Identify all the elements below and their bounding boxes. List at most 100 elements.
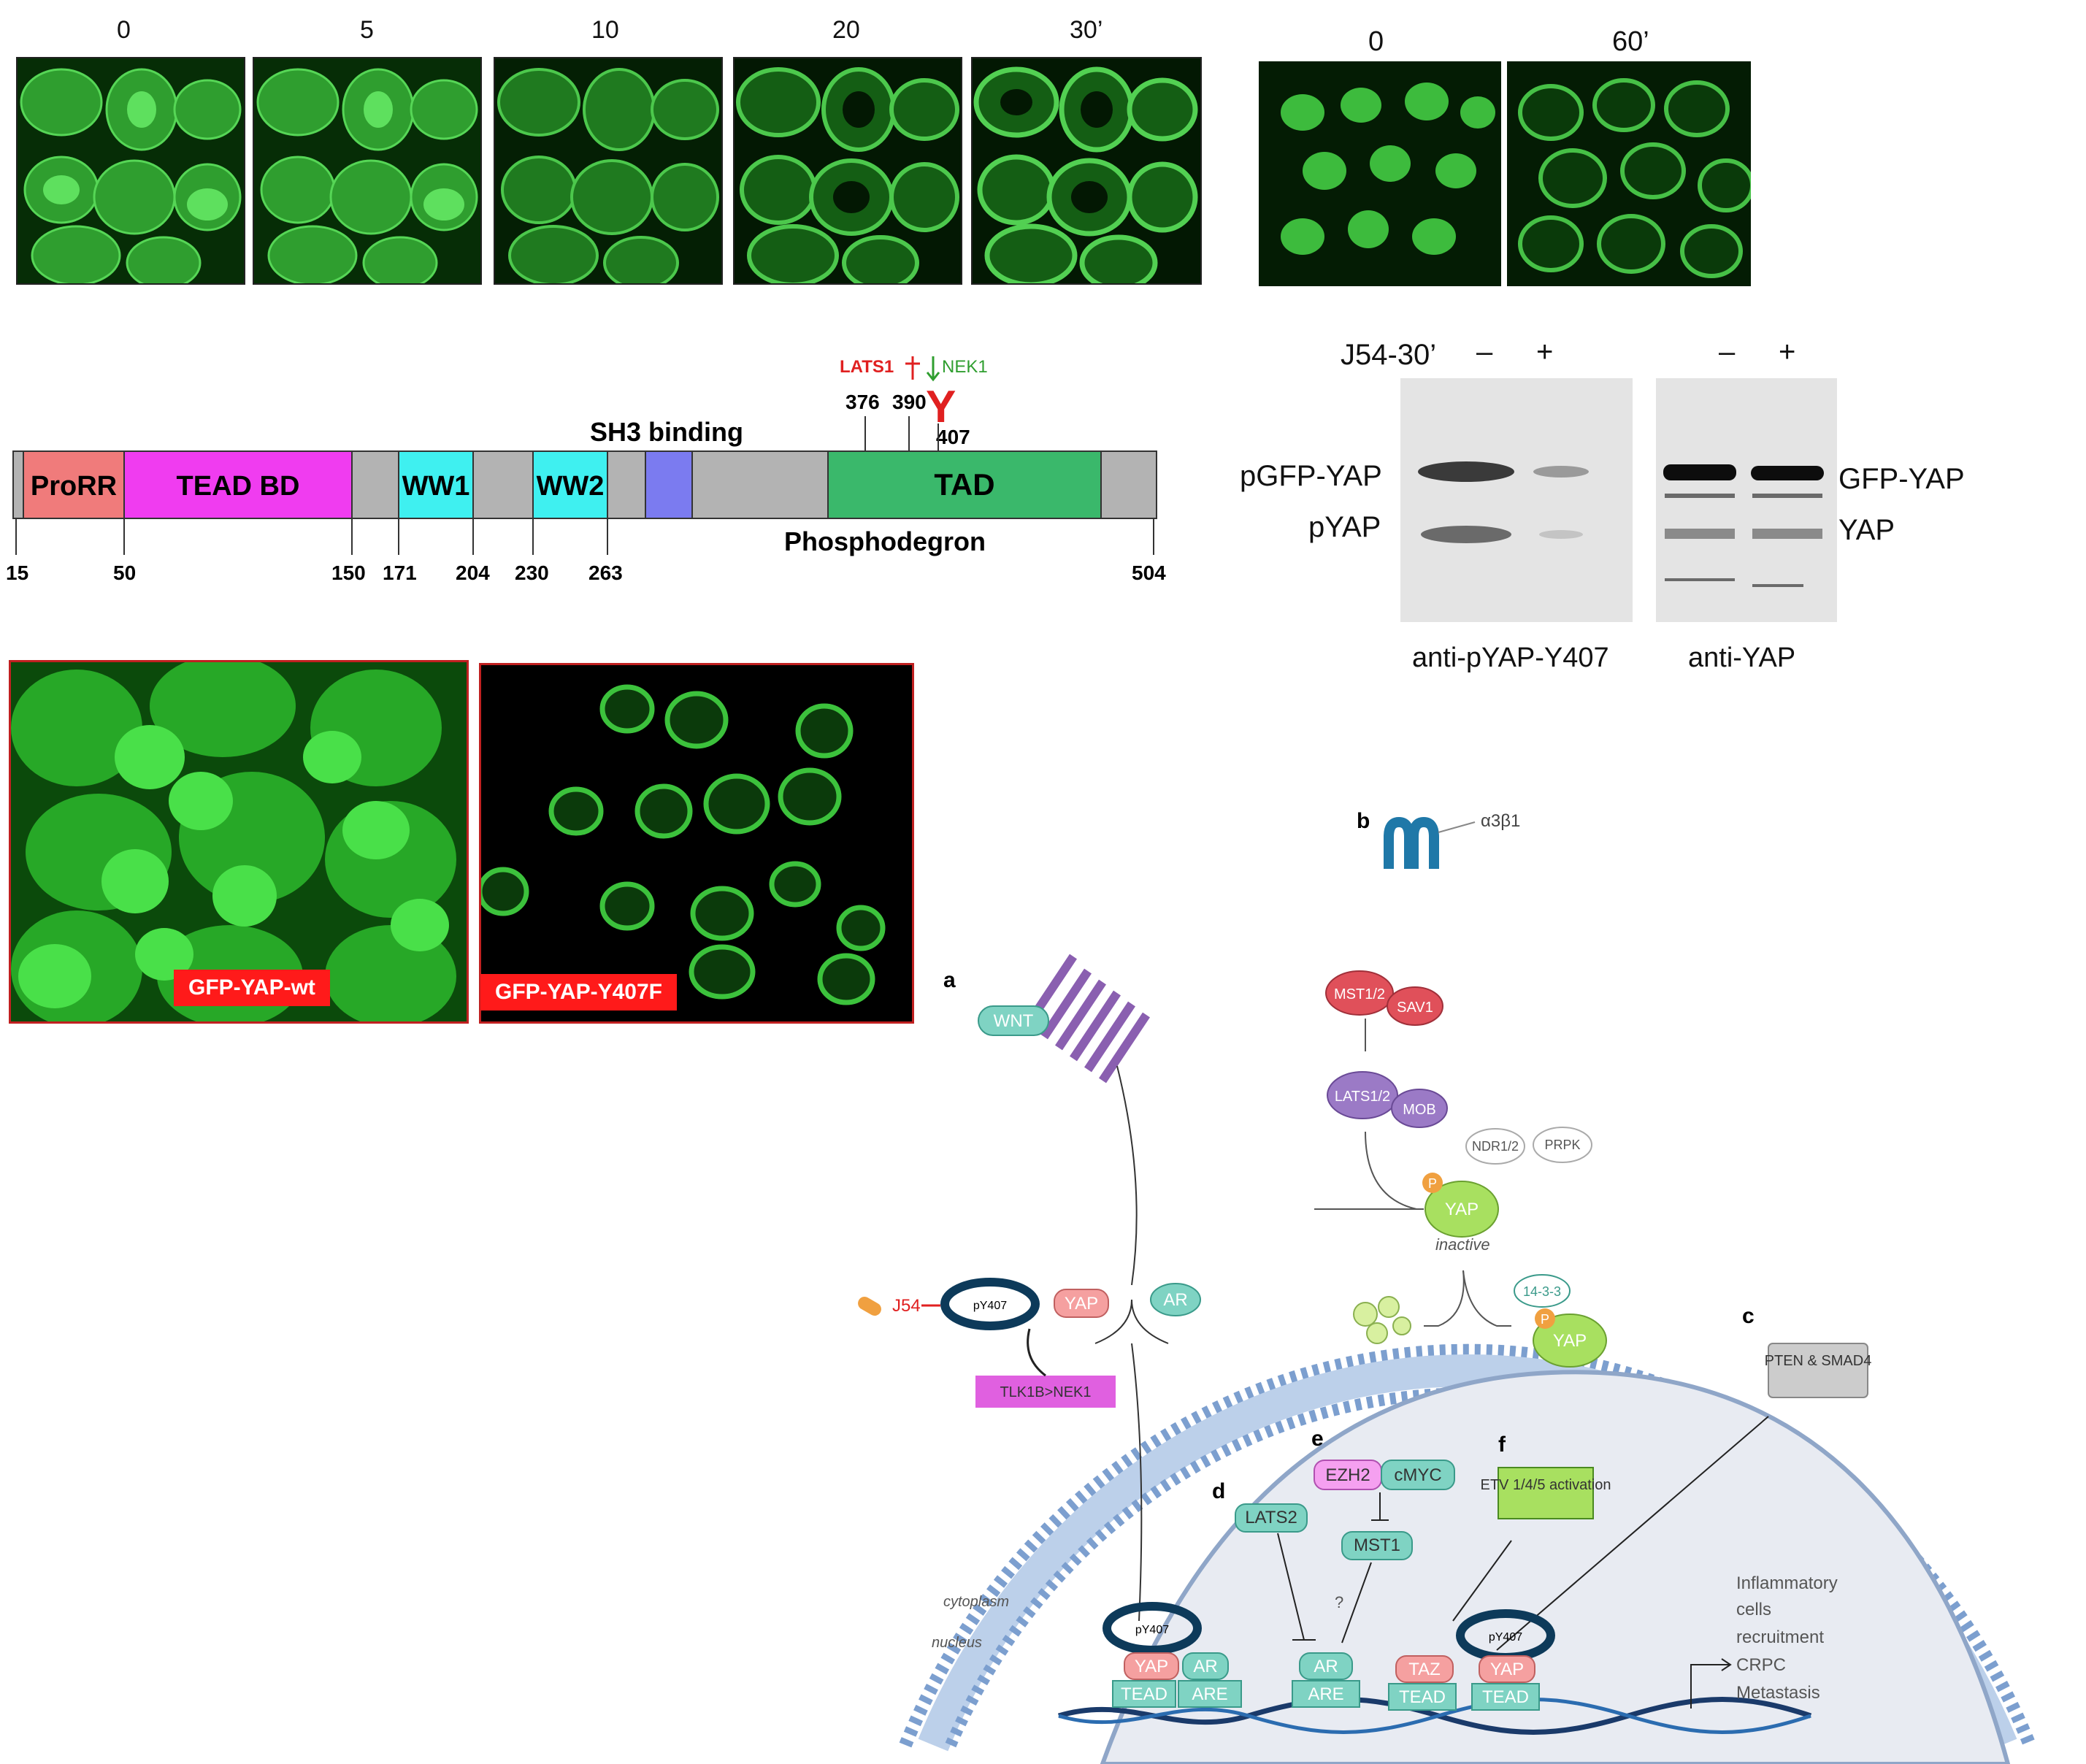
nucleus-label: nucleus: [932, 1635, 982, 1651]
inactive-label: inactive: [1435, 1235, 1490, 1254]
position-label: 204: [456, 561, 490, 584]
domain-label: TAD: [934, 467, 994, 502]
domain-label: TEAD BD: [177, 471, 300, 502]
sign-label: –: [1476, 336, 1493, 368]
panel-letter-f: f: [1498, 1433, 1506, 1457]
are-label: ARE: [1192, 1684, 1227, 1704]
phospho-p-label: P: [1428, 1176, 1437, 1191]
position-label: 50: [113, 561, 136, 584]
position-label: 15: [6, 561, 28, 584]
cmyc-label: cMYC: [1394, 1465, 1441, 1485]
site-376: 376: [845, 391, 880, 413]
taz-label: TAZ: [1408, 1660, 1441, 1679]
yap-cytoplasm-label: YAP: [1553, 1331, 1587, 1351]
py407-label: pY407: [973, 1300, 1007, 1312]
cytoplasm-label: cytoplasm: [943, 1594, 1009, 1610]
position-label: 230: [515, 561, 549, 584]
position-label: 263: [588, 561, 623, 584]
yap-py407-label: YAP: [1065, 1294, 1098, 1314]
mst1-label: MST1: [1354, 1535, 1400, 1555]
micrograph: [16, 57, 245, 285]
lats12-label: LATS1/2: [1335, 1089, 1390, 1105]
domain-prorr: [23, 450, 125, 519]
sign-label: –: [1719, 336, 1736, 368]
timepoint-label: 30’: [1070, 16, 1103, 44]
timepoint-label: 0: [117, 16, 131, 44]
nek1-label: NEK1: [942, 357, 988, 377]
antibody-label: anti-pYAP-Y407: [1412, 643, 1609, 673]
mob-label: MOB: [1403, 1102, 1436, 1118]
timepoint-label: 60’: [1612, 26, 1649, 57]
panel-letter-d: d: [1212, 1479, 1225, 1503]
outcome-text: cells: [1736, 1600, 1771, 1619]
py407-label: pY407: [1135, 1624, 1169, 1636]
band-label: YAP: [1838, 514, 1895, 546]
micrograph: [971, 57, 1202, 285]
timepoint-label: 5: [360, 16, 374, 44]
micrograph-y407f: [479, 663, 914, 1024]
panel-letter-a: a: [943, 968, 956, 992]
outcome-text: Inflammatory: [1736, 1573, 1838, 1593]
tlk-label: TLK1B>NEK1: [1000, 1384, 1091, 1400]
panel-letter-c: c: [1742, 1304, 1755, 1328]
yap-nuclear-label: YAP: [1490, 1660, 1524, 1679]
domain-tad: [827, 450, 1102, 519]
tead-label: TEAD: [1121, 1684, 1167, 1704]
timepoint-label: 10: [591, 16, 619, 44]
panel-letter-b: b: [1357, 809, 1370, 833]
outcome-text: CRPC: [1736, 1655, 1786, 1675]
band-label: pGFP-YAP: [1240, 460, 1382, 492]
ar-nuclear-label: AR: [1314, 1657, 1338, 1676]
phosphodegron-label: Phosphodegron: [784, 526, 986, 556]
py407-label: pY407: [1489, 1631, 1522, 1644]
tead-label: TEAD: [1399, 1687, 1446, 1707]
mst12-label: MST1/2: [1334, 986, 1385, 1002]
domain-ww2: [532, 450, 608, 519]
domain-tead-bd: [123, 450, 353, 519]
timepoint-label: 20: [832, 16, 860, 44]
antibody-label: anti-YAP: [1688, 643, 1796, 673]
position-label: 171: [383, 561, 417, 584]
site-390: 390: [892, 391, 927, 413]
phospho-p-label: P: [1541, 1312, 1549, 1327]
sh3-binding-label: SH3 binding: [590, 417, 743, 447]
band-label: pYAP: [1308, 511, 1381, 543]
micrograph: [494, 57, 723, 285]
micrograph: [733, 57, 962, 285]
tead-label: TEAD: [1482, 1687, 1529, 1707]
prpk-label: PRPK: [1544, 1138, 1580, 1152]
etv-label: ETV 1/4/5 activation: [1481, 1477, 1611, 1493]
ar-label: AR: [1163, 1290, 1187, 1310]
ndr-label: NDR1/2: [1472, 1139, 1519, 1154]
micrograph: [253, 57, 482, 285]
micrograph: [1259, 61, 1501, 286]
outcome-text: Metastasis: [1736, 1683, 1820, 1703]
domain-label: ProRR: [31, 471, 117, 502]
tyrosine-y-marker: Y: [926, 382, 956, 432]
wt-tag: GFP-YAP-wt: [174, 970, 330, 1006]
lats2-label: LATS2: [1245, 1508, 1297, 1527]
ezh2-label: EZH2: [1325, 1465, 1370, 1485]
domain-label: WW2: [537, 471, 605, 502]
yap-inactive-label: YAP: [1445, 1200, 1479, 1219]
sav1-label: SAV1: [1397, 1000, 1433, 1016]
panel-letter-e: e: [1311, 1427, 1324, 1451]
are-label: ARE: [1308, 1684, 1343, 1704]
pten-label: PTEN & SMAD4: [1765, 1353, 1872, 1369]
outcome-text: recruitment: [1736, 1627, 1824, 1647]
yap-nuclear-label: YAP: [1135, 1657, 1168, 1676]
question-mark: ?: [1335, 1593, 1343, 1611]
wnt-label: WNT: [994, 1011, 1034, 1031]
site-407: 407: [936, 426, 970, 448]
sign-label: +: [1779, 336, 1796, 368]
position-label: 504: [1132, 561, 1166, 584]
position-label: 150: [331, 561, 366, 584]
blot-anti-yap: [1656, 378, 1837, 622]
lats1-label: LATS1: [840, 357, 894, 377]
ar-nuclear-label: AR: [1193, 1657, 1217, 1676]
micrograph: [1507, 61, 1751, 286]
fourteen-three-three-label: 14-3-3: [1523, 1284, 1561, 1299]
domain-sh3: [645, 450, 693, 519]
domain-label: WW1: [402, 471, 470, 502]
timepoint-label: 0: [1368, 26, 1384, 57]
